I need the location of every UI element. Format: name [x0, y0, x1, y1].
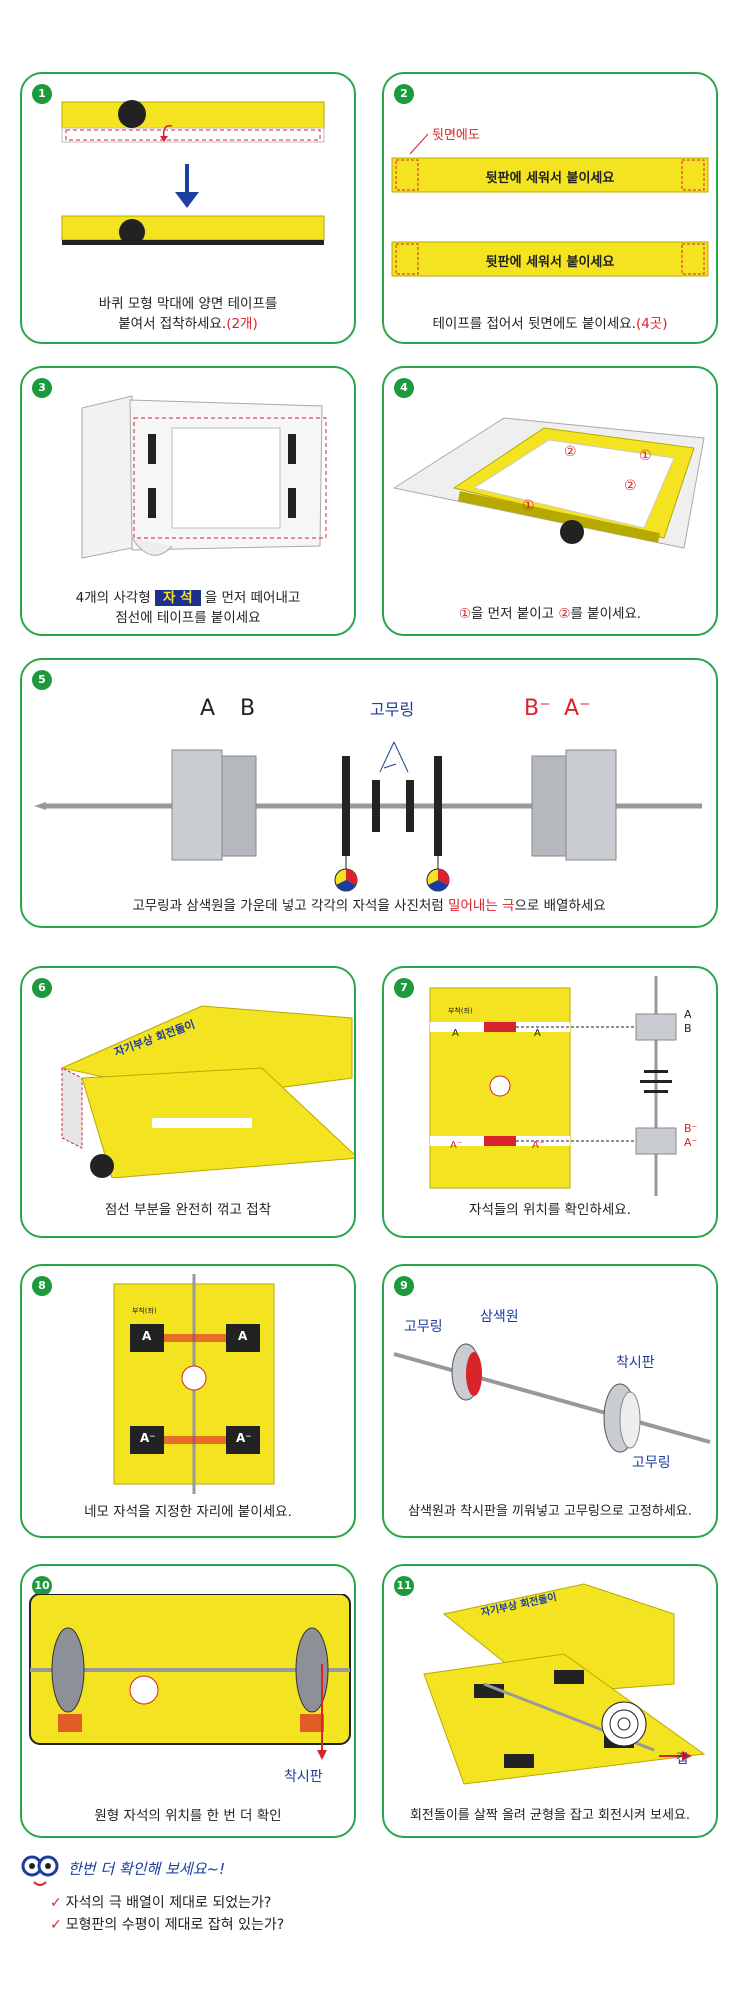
label-a-neg-right: A⁻: [532, 1140, 545, 1151]
label-b-neg: B⁻: [524, 696, 551, 721]
magnet-highlight: 자 석: [154, 590, 201, 606]
label-a-neg-left: A⁻: [140, 1431, 156, 1445]
label-illusion-plate: 착시판: [284, 1769, 323, 1785]
step-5-caption: 고무링과 삼색원을 가운데 넣고 각각의 자석을 사진처럼 밀어내는 극으로 배…: [132, 898, 606, 914]
step-4-illustration: [392, 417, 705, 549]
label-tricolor: 삼색원: [480, 1309, 519, 1325]
step-1-card: 1 바퀴 모형 막대에 양면 테이프를 붙여서 접착하세요.(2개): [20, 72, 356, 344]
step-8-card: 8 A A A⁻ A⁻ 부착(좌) 네모 자석을 지정한 자리에 붙이세요.: [20, 1264, 356, 1538]
label-b: B: [240, 696, 256, 721]
step-7-illustration: [429, 976, 677, 1196]
check-icon: ✓: [50, 1895, 62, 1911]
checklist-title: 한번 더 확인해 보세요~!: [68, 1860, 226, 1878]
label-a-right: A: [238, 1329, 248, 1343]
check-item-1: ✓자석의 극 배열이 제대로 되었는가?: [50, 1895, 272, 1911]
step-3-card: 3 4개의 사각형 자 석 을 먼저 떼어내고 점선에 테이프를 붙이세요: [20, 366, 356, 636]
step-10-card: 10 착시판 원형 자석의 위치를 한 번 더 확인: [20, 1564, 356, 1838]
step-3-caption: 4개의 사각형 자 석 을 먼저 떼어내고 점선에 테이프를 붙이세요: [75, 590, 301, 626]
label-a: A: [200, 696, 216, 721]
step-2-illustration: [391, 133, 709, 277]
label-b-side: B: [684, 1022, 692, 1035]
checklist: 한번 더 확인해 보세요~! ✓자석의 극 배열이 제대로 되었는가? ✓모형판…: [20, 1852, 720, 2002]
step-11-card: 11 자기부상 회전돌이 캡 회전돌이를 살짝 올려 균형을 잡고 회전시켜 보…: [382, 1564, 718, 1838]
mark-2a: ②: [564, 444, 577, 460]
step-9-caption: 삼색원과 착시판을 끼워넣고 고무링으로 고정하세요.: [408, 1504, 692, 1519]
step-9-illustration: [393, 1343, 711, 1453]
step-2-caption: 테이프를 접어서 뒷면에도 붙이세요.(4곳): [432, 316, 668, 332]
label-rubber-ring: 고무링: [370, 700, 415, 719]
label-a-neg-side: A⁻: [684, 1136, 698, 1149]
label-illusion-plate: 착시판: [616, 1355, 655, 1371]
step-number: 9: [394, 1276, 414, 1296]
step-4-caption: ①을 먼저 붙이고 ②를 붙이세요.: [458, 606, 642, 622]
step-1-illustration: [61, 100, 325, 245]
label-rubber-ring-1: 고무링: [404, 1319, 443, 1335]
label-a-left: A: [452, 1028, 459, 1039]
label-a-neg: A⁻: [564, 696, 591, 721]
label-a-right: A: [534, 1028, 541, 1039]
step-number: 1: [32, 84, 52, 104]
step-9-card: 9 고무링 삼색원 착시판 고무링 삼색원과 착시판을 끼워넣고 고무링으로 고…: [382, 1264, 718, 1538]
step-number: 4: [394, 378, 414, 398]
step-3-illustration: [81, 395, 327, 559]
mark-1a: ①: [522, 498, 535, 514]
check-item-2: ✓모형판의 수평이 제대로 잡혀 있는가?: [50, 1917, 285, 1933]
small-label: 부착(좌): [448, 1007, 473, 1015]
step-8-caption: 네모 자석을 지정한 자리에 붙이세요.: [84, 1504, 292, 1520]
label-b-neg-side: B⁻: [684, 1122, 698, 1135]
step-4-card: 4 ① ② ① ② ①을 먼저 붙이고 ②를 붙이세요.: [382, 366, 718, 636]
label-a-neg-left: A⁻: [450, 1140, 463, 1151]
label-cap: 캡: [676, 1752, 688, 1767]
mark-2b: ②: [624, 478, 637, 494]
step-10-caption: 원형 자석의 위치를 한 번 더 확인: [94, 1808, 282, 1824]
step-number: 5: [32, 670, 52, 690]
small-label: 부착(좌): [132, 1307, 157, 1315]
step-number: 8: [32, 1276, 52, 1296]
magnifier-mascot-icon: [21, 1855, 59, 1886]
step-6-illustration: [60, 1005, 354, 1178]
step-7-card: 7 A A A⁻ A⁻ 부착(좌) A B B⁻ A⁻ 자석들의 위치를 확인하…: [382, 966, 718, 1238]
step-6-card: 6 자기부상 회전돌이 점선 부분을 완전히 꺾고 접착: [20, 966, 356, 1238]
mark-1b: ①: [639, 448, 652, 464]
step-2-card: 2 뒷면에도 뒷판에 세워서 붙이세요 뒷판에 세워서 붙이세요 테이프를 접어…: [382, 72, 718, 344]
step-11-caption: 회전돌이를 살짝 올려 균형을 잡고 회전시켜 보세요.: [409, 1808, 691, 1823]
bar-text-2: 뒷판에 세워서 붙이세요: [485, 255, 615, 270]
step-number: 10: [32, 1576, 52, 1596]
back-side-label: 뒷면에도: [432, 128, 480, 143]
step-number: 7: [394, 978, 414, 998]
step-5-card: 5 A B 고무링 B⁻ A⁻ 고무링과 삼색원을 가운데 넣고 각각의 자석을…: [20, 658, 718, 928]
label-a-left: A: [142, 1329, 152, 1343]
step-11-illustration: [423, 1583, 706, 1785]
step-number: 3: [32, 378, 52, 398]
step-10-illustration: [29, 1594, 351, 1760]
step-8-illustration: [113, 1274, 275, 1494]
label-a-side: A: [684, 1008, 692, 1021]
label-a-neg-right: A⁻: [236, 1431, 252, 1445]
step-number: 2: [394, 84, 414, 104]
step-1-caption: 바퀴 모형 막대에 양면 테이프를 붙여서 접착하세요.(2개): [98, 296, 278, 332]
step-5-illustration: [34, 741, 702, 892]
step-6-caption: 점선 부분을 완전히 꺾고 접착: [104, 1202, 272, 1218]
step-number: 11: [394, 1576, 414, 1596]
step-number: 6: [32, 978, 52, 998]
bar-text-1: 뒷판에 세워서 붙이세요: [485, 171, 615, 186]
label-rubber-ring-2: 고무링: [632, 1455, 671, 1471]
step-7-caption: 자석들의 위치를 확인하세요.: [469, 1202, 631, 1218]
check-icon: ✓: [50, 1917, 62, 1933]
